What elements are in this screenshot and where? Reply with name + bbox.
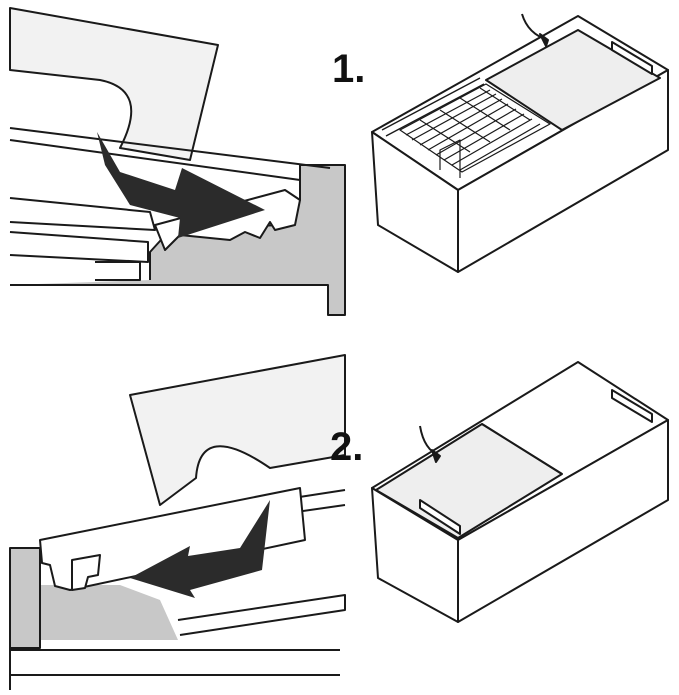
cabinet-side bbox=[457, 419, 669, 623]
curved-arrow-head bbox=[539, 33, 549, 47]
basket-icon bbox=[399, 83, 551, 178]
panel-edge bbox=[39, 487, 306, 591]
handle-icon bbox=[611, 41, 653, 75]
step-label-1: 1. bbox=[332, 47, 365, 91]
runner-rail bbox=[9, 127, 331, 169]
cabinet-wall-block bbox=[9, 547, 41, 649]
runner-rail bbox=[95, 261, 141, 281]
step1-detail bbox=[9, 7, 346, 316]
inner-rail bbox=[385, 83, 485, 137]
lid-panel bbox=[129, 354, 346, 506]
step-label-2: 2. bbox=[330, 425, 363, 469]
sliding-lid bbox=[485, 29, 661, 131]
push-arrow-icon bbox=[130, 500, 270, 598]
lid-panel bbox=[9, 7, 219, 161]
runner-rail bbox=[177, 594, 346, 636]
handle-icon bbox=[611, 389, 653, 423]
lid-seam bbox=[481, 423, 563, 475]
push-arrow-icon bbox=[97, 132, 265, 238]
hook-detail bbox=[71, 554, 101, 591]
runner-rail bbox=[9, 139, 301, 181]
runner-rail bbox=[9, 231, 149, 263]
cabinet-wall bbox=[10, 548, 178, 640]
runner-rail bbox=[9, 197, 156, 231]
inner-rail bbox=[381, 77, 481, 131]
step2-cabinet bbox=[371, 361, 669, 623]
handle-icon bbox=[419, 499, 461, 535]
step1-cabinet bbox=[371, 13, 669, 273]
step2-detail bbox=[9, 354, 346, 690]
curved-arrow-head bbox=[431, 449, 441, 463]
